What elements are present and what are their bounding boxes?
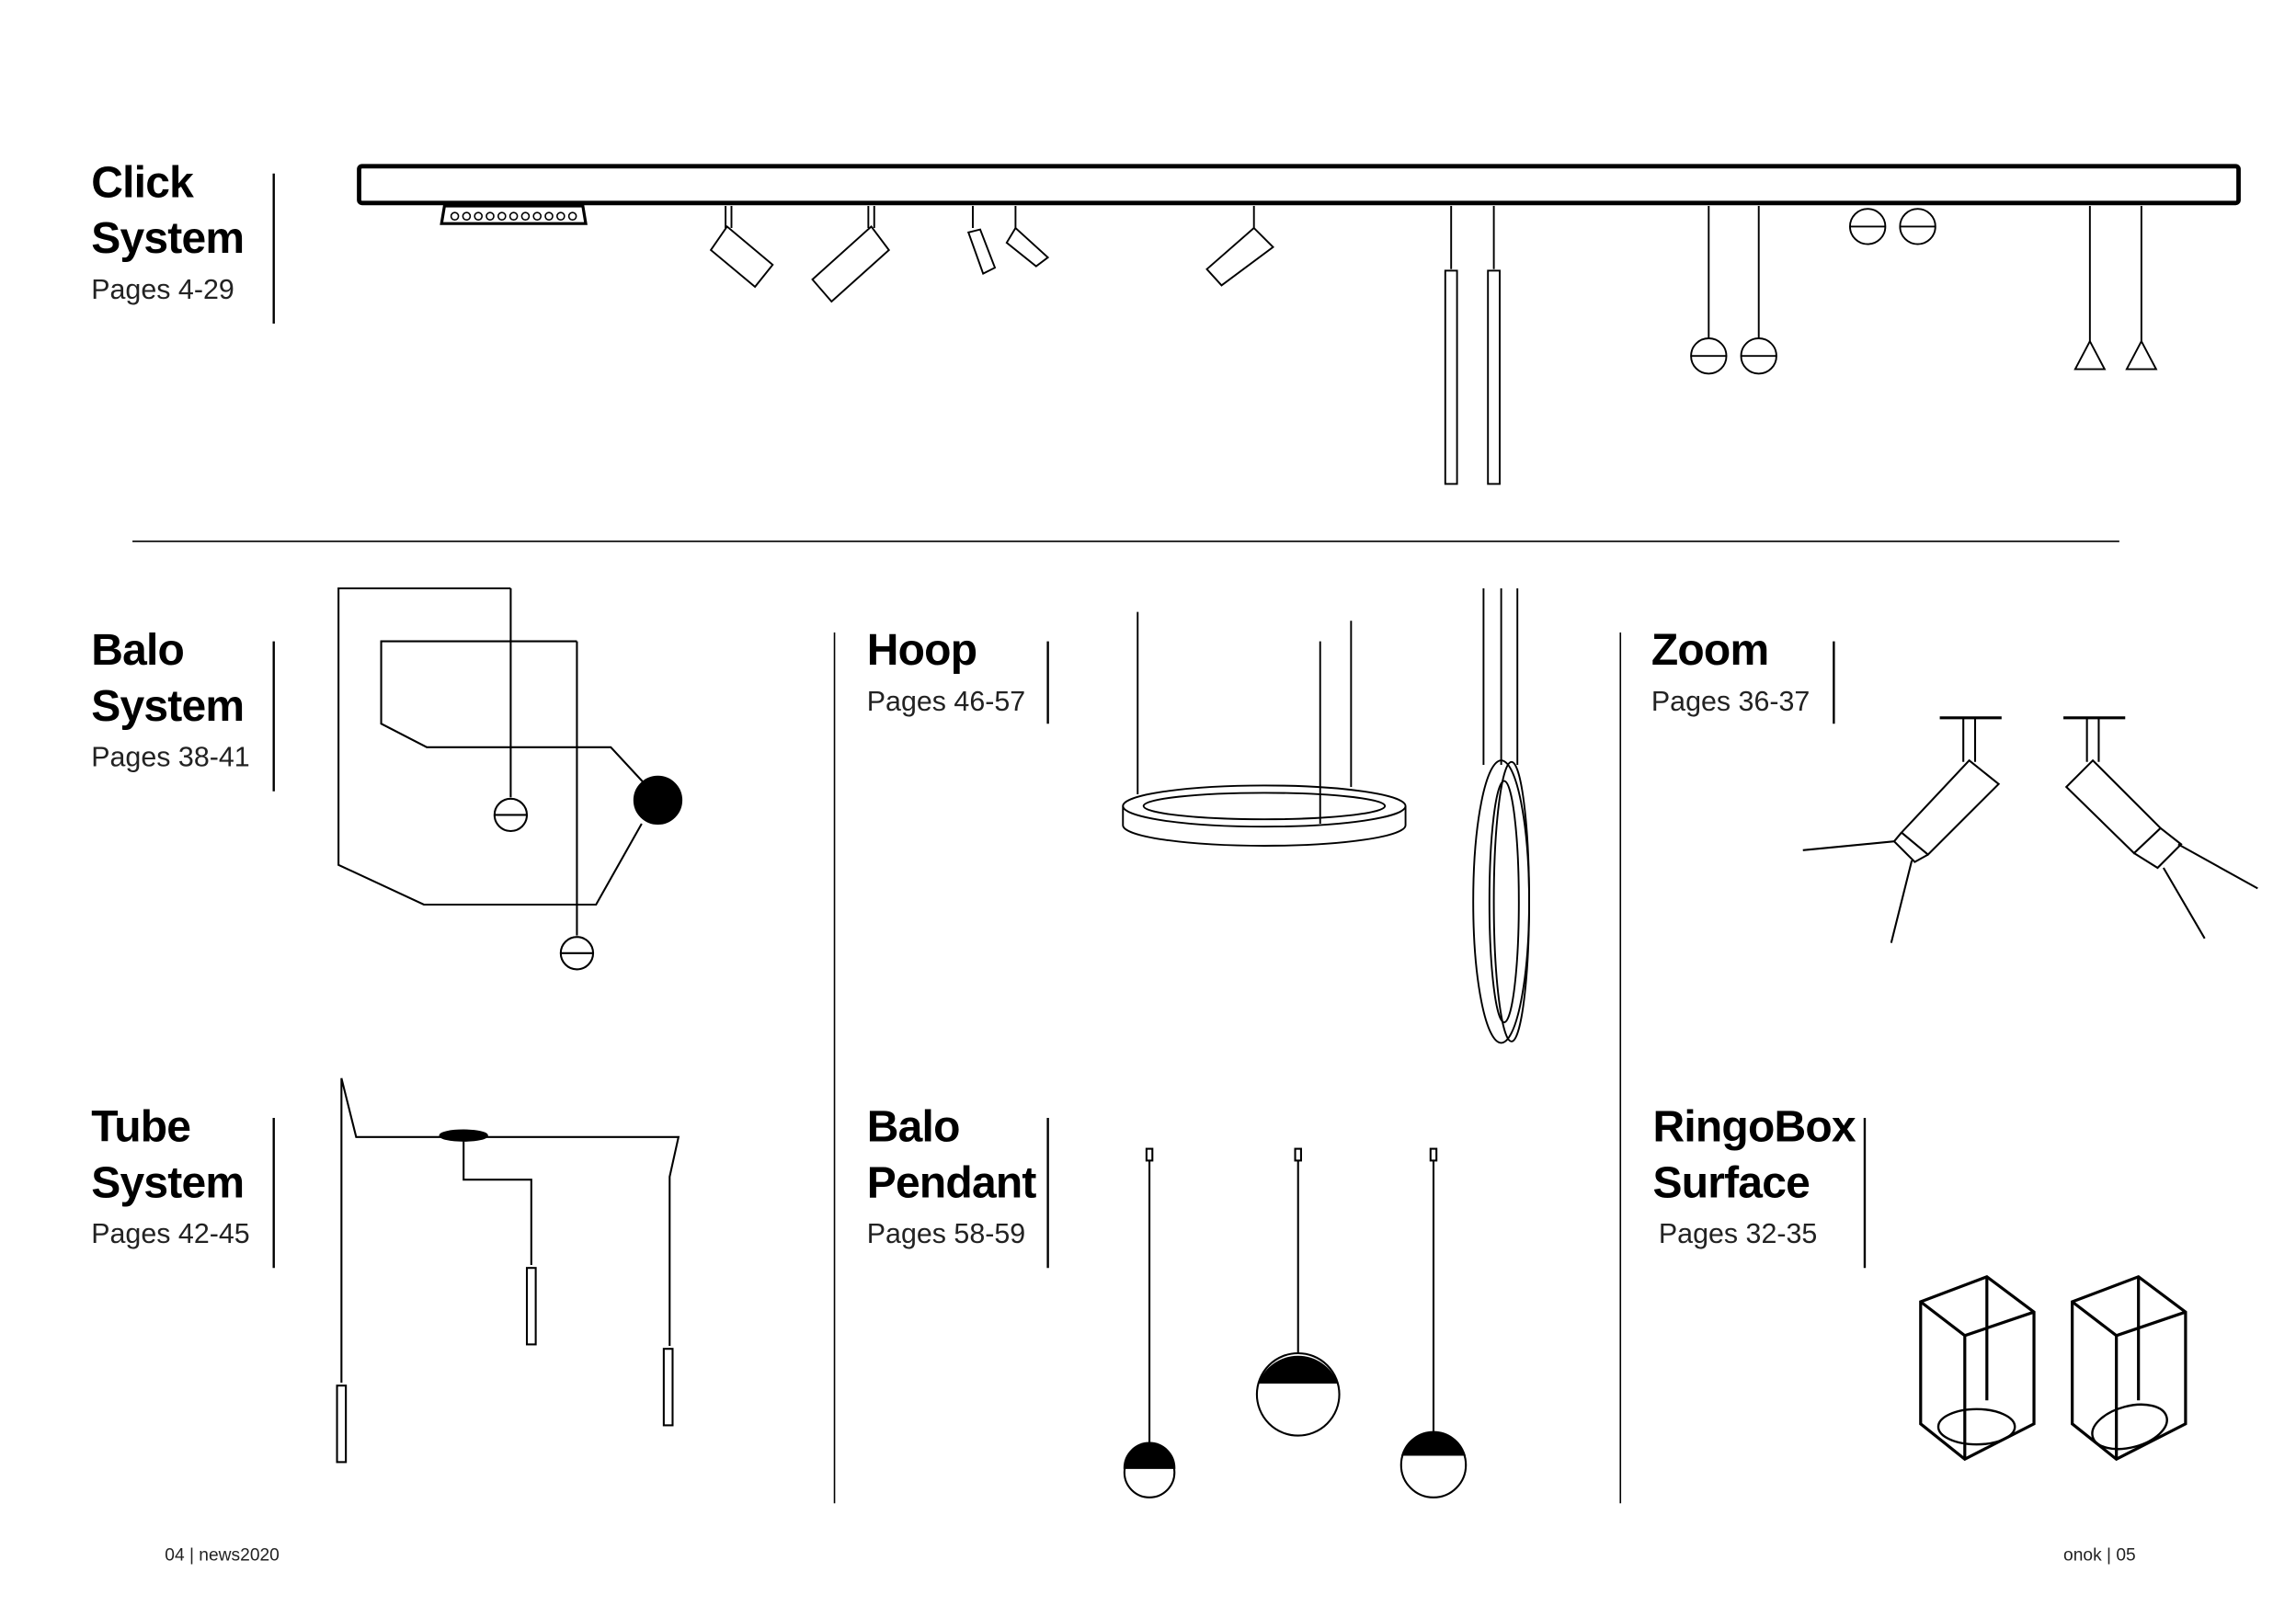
section-title: Tube [91,1103,191,1152]
section-pages: Pages 38-41 [91,743,250,774]
click-system-drawing [357,164,2241,485]
section-click-system[interactable]: Click System Pages 4-29 [91,156,245,309]
section-title: Zoom [1651,626,1769,676]
hoop-drawing [1122,588,1530,1044]
section-title: Click [91,158,194,208]
section-title: RingoBox [1652,1103,1856,1152]
section-balo-system[interactable]: Balo System Pages 38-41 [91,623,249,776]
section-pages: Pages 46-57 [866,687,1026,718]
footer-left-folio: 04 | news2020 [165,1544,280,1566]
section-balo-pendant[interactable]: Balo Pendant Pages 58-59 [866,1100,1037,1253]
section-hoop[interactable]: Hoop Pages 46-57 [867,623,1025,721]
footer-right-folio: onok | 05 [2063,1544,2136,1566]
section-title: Pendant [866,1158,1037,1208]
tube-system-drawing [336,1077,680,1464]
balo-system-drawing [337,587,683,971]
section-title: Hoop [866,626,977,676]
section-title: System [91,214,245,264]
section-title: System [91,682,245,732]
section-title: Balo [91,626,185,676]
ringobox-drawing [1919,1274,2187,1462]
section-title: System [91,1158,245,1208]
section-title: Balo [866,1103,961,1152]
section-dividers [132,173,2119,1504]
section-pages: Pages 32-35 [1658,1219,1818,1250]
zoom-drawing [1802,716,2258,943]
section-zoom[interactable]: Zoom Pages 36-37 [1651,623,1810,721]
balo-pendant-drawing [1123,1147,1468,1498]
section-title: Surface [1652,1158,1811,1208]
section-pages: Pages 36-37 [1651,687,1811,718]
section-pages: Pages 4-29 [91,275,234,306]
section-ringobox-surface[interactable]: RingoBox Surface Pages 32-35 [1652,1100,1856,1253]
section-pages: Pages 42-45 [91,1219,250,1250]
section-pages: Pages 58-59 [866,1219,1026,1250]
section-tube-system[interactable]: Tube System Pages 42-45 [91,1100,249,1253]
